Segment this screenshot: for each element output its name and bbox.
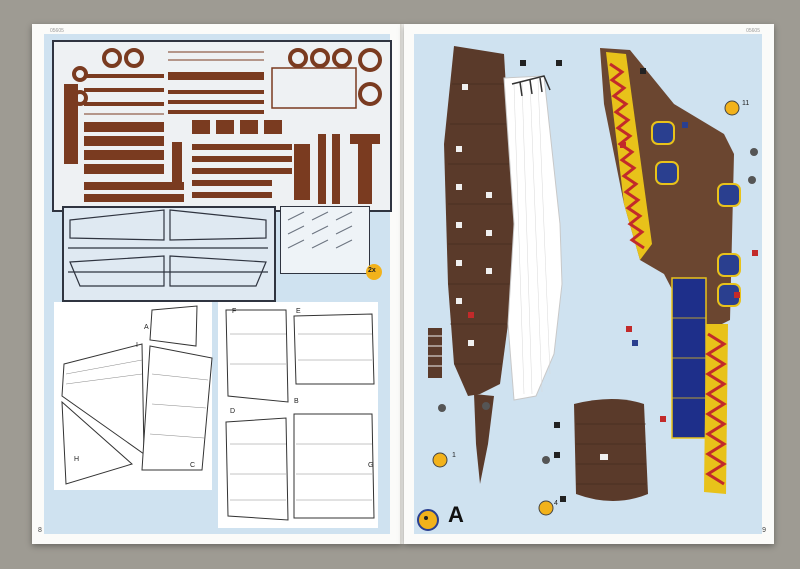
page-number-left: 8 [38,527,42,534]
hull-half [444,46,514,396]
sail-label-b: B [294,398,299,405]
small-parts-drawing [287,211,382,280]
sails-drawing [61,305,375,521]
multiplier-badge-label: 2x [368,267,376,274]
sail-label-i: I [136,342,138,349]
callout-ref-1: 1 [452,452,456,459]
sail-label-e: E [296,308,301,315]
glue-icon [538,500,554,516]
callout-ref-3: 11 [742,100,750,107]
transom-piece [574,399,648,501]
wood-paint-icon [432,452,448,468]
left-page: 05605 [32,24,402,544]
booklet-spine [400,24,406,544]
page-code-right: 05605 [746,28,760,34]
sail-label-a: A [144,324,149,331]
multiplier-badge-shape [366,264,382,280]
right-page: 05605 [404,24,774,544]
page-code: 05605 [50,28,64,34]
callout-ref-2: 4 [554,500,558,507]
ship-assembly-drawing [417,46,758,531]
sail-label-d: D [230,408,236,415]
sail-label-g: G [368,462,374,469]
deck-panel [503,75,563,401]
sail-label-h: H [74,456,80,463]
page-number-right: 9 [762,527,766,534]
sail-label-c: C [190,462,196,469]
instruction-booklet: 05605 [32,24,774,544]
paint-ref-icon [724,100,740,116]
hull-parts-drawing [68,209,268,287]
small-parts-sprue [280,206,370,274]
brown-parts-drawing [64,48,382,204]
mascot-icon [417,509,439,531]
sail-label-f: F [232,308,237,315]
step-letter: A [448,502,464,527]
